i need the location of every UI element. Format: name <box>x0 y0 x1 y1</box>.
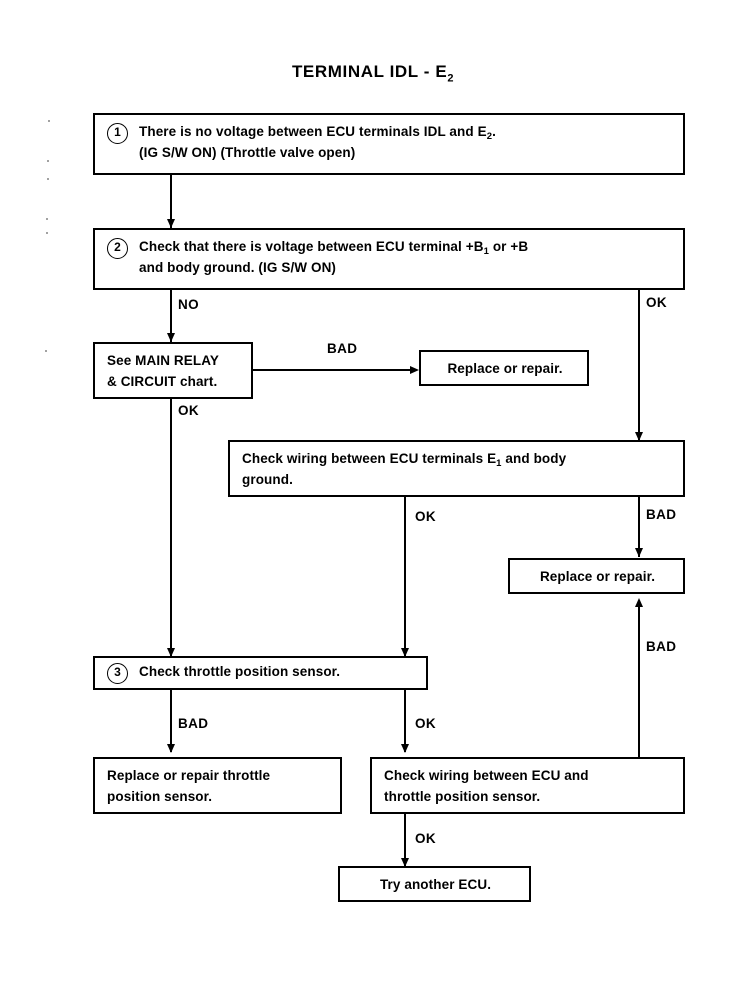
arrow-step2-no <box>166 333 175 342</box>
node-step2: 2 Check that there is voltage between EC… <box>93 228 685 290</box>
arrow-step1-to-step2 <box>166 219 175 228</box>
arrow-e1-ok <box>400 648 409 657</box>
connector-tps-wiring-ok <box>404 814 406 866</box>
connector-step2-ok <box>638 290 640 440</box>
connector-e1-ok <box>404 497 406 657</box>
page-title: TERMINAL IDL - E2 <box>0 62 746 84</box>
node-check-e1-wiring: Check wiring between ECU terminals E1 an… <box>228 440 685 497</box>
node-check-tps-wiring: Check wiring between ECU and throttle po… <box>370 757 685 814</box>
connector-step2-no <box>170 290 172 342</box>
node-replace-repair-right-line1: Replace or repair. <box>539 569 656 584</box>
edge-label-step3-ok: OK <box>415 716 437 731</box>
node-replace-repair-top: Replace or repair. <box>419 350 589 386</box>
node-step3: 3 Check throttle position sensor. <box>93 656 428 690</box>
scan-artifact <box>46 218 48 220</box>
step-number-1: 1 <box>107 123 128 144</box>
edge-label-relay-bad: BAD <box>327 341 358 356</box>
node-step3-line1: Check throttle position sensor. <box>139 664 341 679</box>
arrow-e1-bad <box>634 548 643 557</box>
node-main-relay-line1: See MAIN RELAY <box>107 353 219 368</box>
node-step1-line1: There is no voltage between ECU terminal… <box>139 124 496 142</box>
scan-artifact <box>47 160 49 162</box>
connector-e1-bad <box>638 497 640 557</box>
page-title-subscript: 2 <box>447 72 455 85</box>
connector-relay-bad <box>253 369 413 371</box>
edge-label-relay-ok: OK <box>178 403 200 418</box>
edge-label-step3-bad: BAD <box>178 716 209 731</box>
node-step2-line1: Check that there is voltage between ECU … <box>139 239 529 257</box>
arrow-step3-ok <box>400 744 409 753</box>
edge-label-e1-bad: BAD <box>646 507 677 522</box>
node-check-tps-wiring-line2: throttle position sensor. <box>384 788 541 804</box>
arrow-relay-ok <box>166 648 175 657</box>
arrow-step3-bad <box>166 744 175 753</box>
connector-tps-wiring-bad <box>638 603 640 758</box>
edge-label-step2-no: NO <box>178 297 200 312</box>
arrow-tps-wiring-bad <box>634 598 643 607</box>
node-try-another-ecu: Try another ECU. <box>338 866 531 902</box>
node-check-tps-wiring-line1: Check wiring between ECU and <box>384 768 589 783</box>
page-title-text: TERMINAL IDL - E <box>291 62 448 81</box>
node-replace-tps: Replace or repair throttle position sens… <box>93 757 342 814</box>
connector-relay-ok <box>170 399 172 657</box>
connector-step3-ok <box>404 690 406 752</box>
step-number-2: 2 <box>107 238 128 259</box>
arrow-relay-bad <box>410 365 419 374</box>
node-step1: 1 There is no voltage between ECU termin… <box>93 113 685 175</box>
node-step2-line2: and body ground. (IG S/W ON) <box>139 259 337 275</box>
node-check-e1-wiring-line1: Check wiring between ECU terminals E1 an… <box>242 451 567 469</box>
step-number-3: 3 <box>107 663 128 684</box>
scan-artifact <box>47 178 49 180</box>
node-replace-tps-line2: position sensor. <box>107 788 213 804</box>
scan-artifact <box>46 232 48 234</box>
node-main-relay-line2: & CIRCUIT chart. <box>107 373 218 389</box>
edge-label-tps-wiring-ok: OK <box>415 831 437 846</box>
node-replace-repair-right: Replace or repair. <box>508 558 685 594</box>
scan-artifact <box>48 120 50 122</box>
node-main-relay: See MAIN RELAY & CIRCUIT chart. <box>93 342 253 399</box>
node-step1-line2: (IG S/W ON) (Throttle valve open) <box>139 144 356 160</box>
connector-step1-to-step2 <box>170 175 172 228</box>
node-replace-repair-top-line1: Replace or repair. <box>447 361 563 376</box>
arrow-step2-ok <box>634 432 643 441</box>
connector-step3-bad <box>170 690 172 752</box>
scan-artifact <box>45 350 47 352</box>
edge-label-step2-ok: OK <box>646 295 668 310</box>
edge-label-e1-ok: OK <box>415 509 437 524</box>
edge-label-tps-wiring-bad: BAD <box>646 639 677 654</box>
arrow-tps-wiring-ok <box>400 858 409 867</box>
node-replace-tps-line1: Replace or repair throttle <box>107 768 271 783</box>
node-check-e1-wiring-line2: ground. <box>242 471 293 487</box>
node-try-another-ecu-line1: Try another ECU. <box>379 877 492 892</box>
